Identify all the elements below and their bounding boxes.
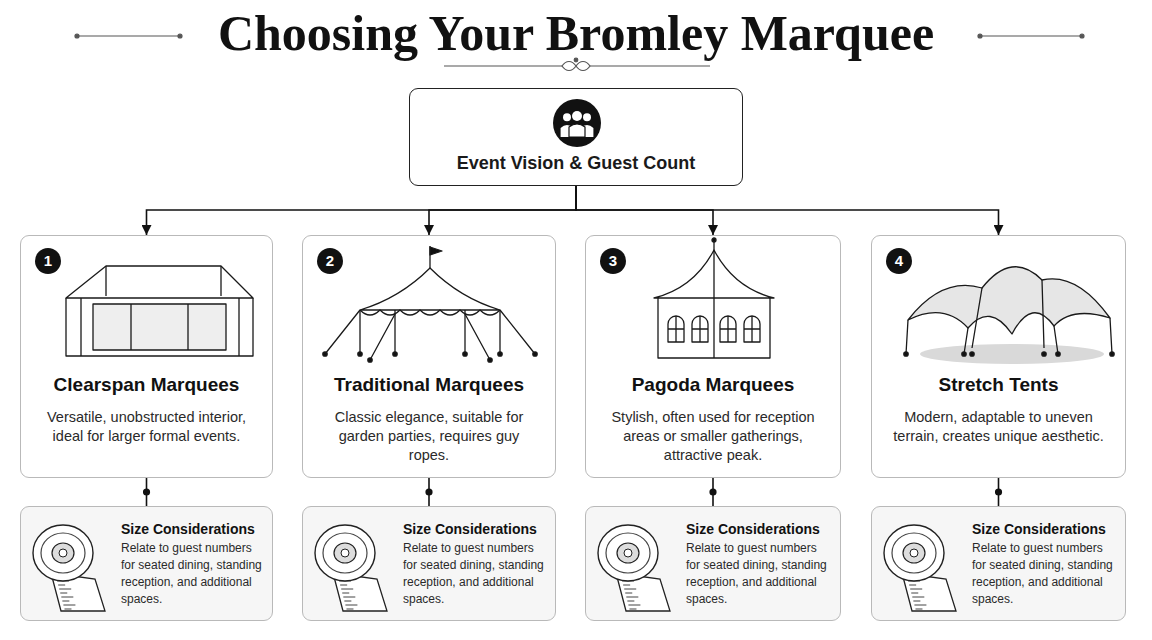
page-title: Choosing Your Bromley Marquee: [0, 0, 1152, 62]
start-box: Event Vision & Guest Count: [409, 88, 743, 186]
tape-measure-icon: [303, 507, 403, 619]
option-heading: Traditional Marquees: [303, 374, 555, 396]
connector-line: [712, 478, 714, 506]
size-heading: Size Considerations: [403, 521, 547, 537]
option-heading: Pagoda Marquees: [586, 374, 840, 396]
option-card: 3Pagoda MarqueesStylish, often used for …: [585, 235, 841, 478]
option-description: Classic elegance, suitable for garden pa…: [303, 408, 555, 465]
arrow-connector: [429, 186, 576, 235]
connector-line: [428, 478, 430, 506]
option-card: 2Traditional MarqueesClassic elegance, s…: [302, 235, 556, 478]
size-note-box: Size ConsiderationsRelate to guest numbe…: [20, 506, 273, 621]
tape-measure-icon: [872, 507, 972, 619]
tape-measure-icon: [21, 507, 121, 619]
callout-number: 4: [886, 248, 912, 274]
option-description: Stylish, often used for reception areas …: [586, 408, 840, 465]
connector-line: [146, 478, 148, 506]
size-description: Relate to guest numbers for seated dinin…: [121, 540, 264, 608]
start-label: Event Vision & Guest Count: [410, 153, 742, 174]
size-note-box: Size ConsiderationsRelate to guest numbe…: [585, 506, 841, 621]
callout-number: 3: [600, 248, 626, 274]
size-heading: Size Considerations: [121, 521, 264, 537]
people-icon: [410, 89, 744, 153]
size-note-box: Size ConsiderationsRelate to guest numbe…: [871, 506, 1126, 621]
option-heading: Stretch Tents: [872, 374, 1125, 396]
arrow-connector: [576, 186, 999, 235]
size-description: Relate to guest numbers for seated dinin…: [403, 540, 547, 608]
option-card: 1Clearspan MarqueesVersatile, unobstruct…: [20, 235, 273, 478]
arrow-connector: [147, 186, 577, 235]
connector-line: [998, 478, 1000, 506]
callout-number: 1: [35, 248, 61, 274]
option-description: Modern, adaptable to uneven terrain, cre…: [872, 408, 1125, 446]
option-description: Versatile, unobstructed interior, ideal …: [21, 408, 272, 446]
option-heading: Clearspan Marquees: [21, 374, 272, 396]
size-heading: Size Considerations: [686, 521, 832, 537]
size-note-box: Size ConsiderationsRelate to guest numbe…: [302, 506, 556, 621]
tape-measure-icon: [586, 507, 686, 619]
option-card: 4Stretch TentsModern, adaptable to uneve…: [871, 235, 1126, 478]
size-description: Relate to guest numbers for seated dinin…: [972, 540, 1117, 608]
size-heading: Size Considerations: [972, 521, 1117, 537]
callout-number: 2: [317, 248, 343, 274]
size-description: Relate to guest numbers for seated dinin…: [686, 540, 832, 608]
